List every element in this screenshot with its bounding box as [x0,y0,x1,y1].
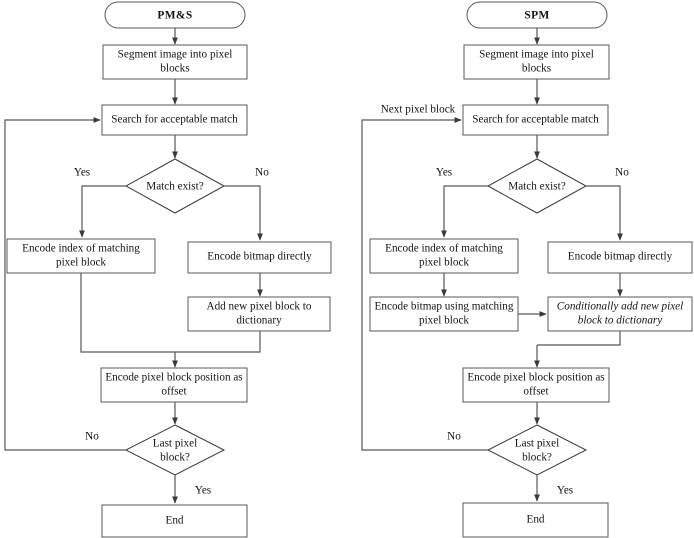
pms-encode-offset-line2: offset [161,386,187,398]
spm-end-label: End [526,514,544,526]
spm-start-label: SPM [524,10,549,22]
pms-search-label: Search for acceptable match [111,114,238,126]
spm-edge-match-yes [441,185,488,238]
spm-label-last-yes: Yes [557,485,573,497]
pms-add-block-line2: dictionary [236,315,282,327]
pms-edge-match-no [224,185,263,241]
chart-spm: SPM Segment image into pixel blocks Sear… [361,1,693,538]
spm-match-decision-label: Match exist? [508,181,566,193]
pms-encode-offset-line1: Encode pixel block position as [105,372,242,384]
pms-start-label: PM&S [157,10,192,22]
pms-last-decision-line2: block? [160,452,190,464]
pms-segment-label-line2: blocks [160,63,189,75]
spm-match-decision-shape [486,158,588,214]
pms-edge-index-merge [80,273,175,353]
spm-search-label: Search for acceptable match [472,114,599,126]
pms-encode-index-line2: pixel block [56,257,106,269]
spm-encode-bitmap-label: Encode bitmap directly [568,251,673,263]
spm-conditional-add-shape [547,296,693,332]
pms-add-block-line1: Add new pixel block to [206,301,311,313]
pms-encode-offset-shape [100,367,248,403]
pms-end-shape [101,504,248,538]
spm-encode-bitmap-using-line1: Encode bitmap using matching [375,301,514,313]
spm-edge-match-no [586,185,623,241]
pms-edge-last-no-loop [4,117,126,451]
pms-label-match-no: No [255,167,269,179]
spm-encode-offset-line1: Encode pixel block position as [467,372,604,384]
spm-conditional-add-line2: block to dictionary [578,315,663,327]
spm-label-match-yes: Yes [436,167,452,179]
pms-last-decision-line1: Last pixel [153,438,197,450]
spm-edge-conditional-merge [537,331,621,346]
spm-segment-label-line1: Segment image into pixel [479,49,594,61]
spm-end-shape [462,502,609,538]
pms-match-decision-label: Match exist? [146,181,204,193]
spm-encode-index-shape [369,238,519,274]
spm-encode-offset-shape [462,367,610,403]
spm-search-shape [462,104,609,136]
pms-label-match-yes: Yes [74,167,90,179]
spm-last-decision-line1: Last pixel [515,438,559,450]
pms-label-last-yes: Yes [195,485,211,497]
pms-edge-match-yes [79,185,126,238]
spm-encode-bitmap-using-shape [369,296,519,332]
pms-segment-label-line1: Segment image into pixel [118,49,233,61]
pms-last-decision-shape [124,424,226,476]
spm-encode-offset-line2: offset [523,386,549,398]
spm-encode-bitmap-shape [547,241,693,274]
pms-add-block-shape [187,296,331,332]
chart-pms: PM&S Segment image into pixel blocks Sea… [4,1,332,538]
pms-end-label: End [165,515,183,527]
spm-encode-index-line1: Encode index of matching [385,243,503,255]
pms-label-last-no: No [85,431,99,443]
pms-encode-bitmap-label: Encode bitmap directly [207,251,312,263]
spm-conditional-add-line1: Conditionally add new pixel [557,301,683,313]
spm-label-match-no: No [615,167,629,179]
pms-match-decision-shape [124,158,226,214]
pms-segment-shape [102,44,248,80]
spm-encode-index-line2: pixel block [419,257,469,269]
spm-last-decision-shape [486,424,588,476]
spm-label-last-no: No [447,431,461,443]
spm-last-decision-line2: block? [522,452,552,464]
spm-segment-label-line2: blocks [522,63,551,75]
pms-encode-index-line1: Encode index of matching [22,243,140,255]
pms-edge-add-merge [175,331,261,353]
spm-label-next-pixel-block: Next pixel block [381,104,456,116]
pms-encode-bitmap-shape [187,241,332,274]
spm-encode-bitmap-using-line2: pixel block [419,315,469,327]
spm-edge-last-no-loop [361,117,488,451]
